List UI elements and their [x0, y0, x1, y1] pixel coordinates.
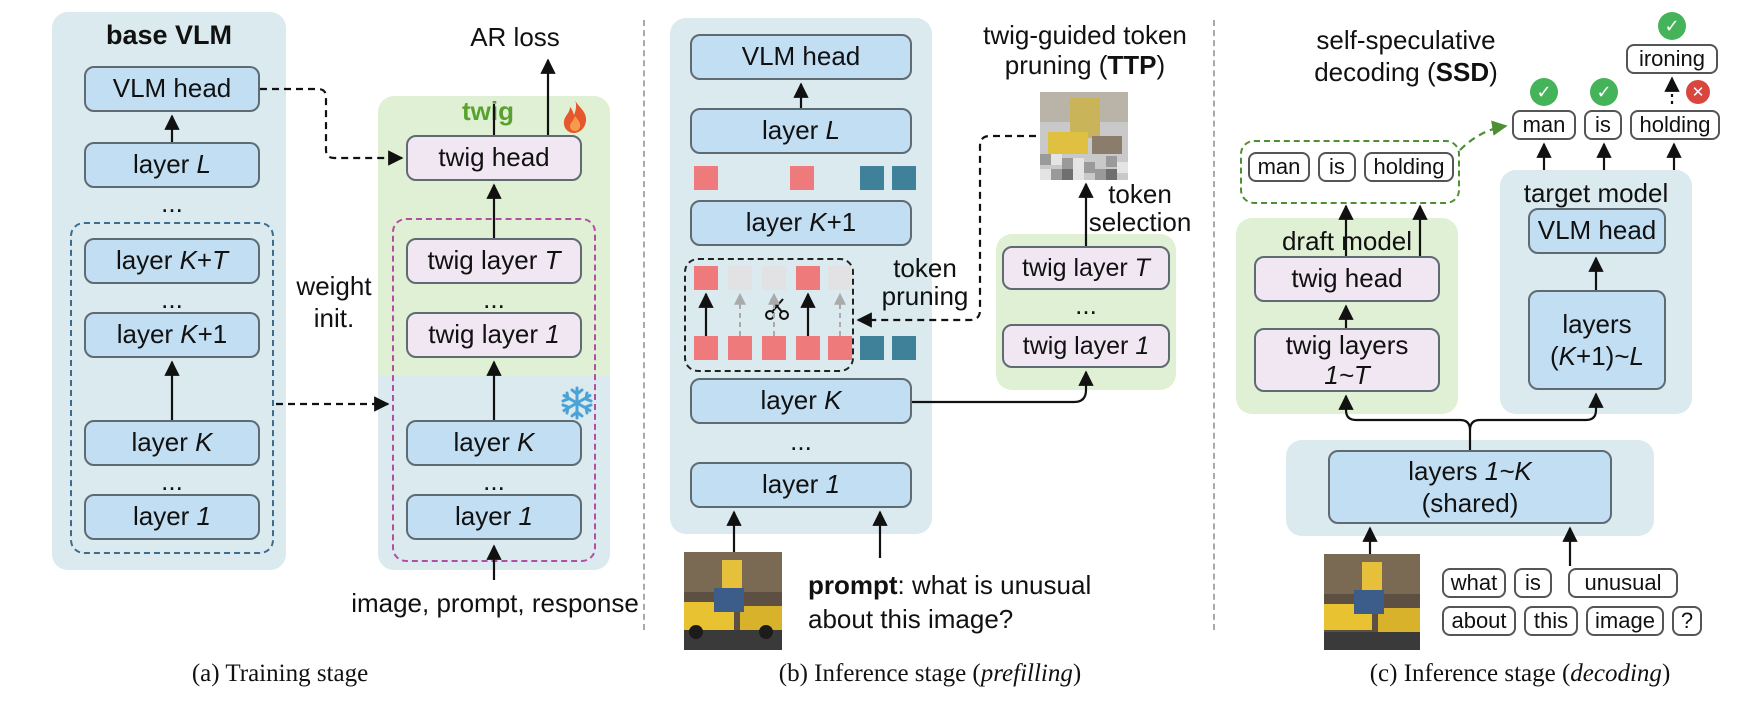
fire-icon: [560, 98, 590, 134]
prompt-text: prompt: what is unusual about this image…: [808, 570, 1092, 634]
visual-token: [762, 336, 786, 360]
visual-token: [790, 166, 814, 190]
prompt-token: what: [1442, 568, 1506, 598]
ellipsis: ...: [161, 284, 183, 314]
layer-1-block: layer 1: [84, 494, 260, 540]
draft-tokens-group: [1240, 140, 1460, 204]
pruning-group: [684, 258, 854, 372]
text-token: [892, 336, 916, 360]
rejected-token: holding: [1630, 110, 1720, 140]
twig-title: twig: [462, 96, 514, 126]
ttp-title: twig-guided token pruning (TTP): [983, 20, 1187, 80]
check-icon: ✓: [1530, 78, 1558, 106]
draft-token: holding: [1364, 152, 1454, 182]
pruned-image-thumbnail: [1040, 92, 1128, 180]
copied-layers-group: [70, 222, 274, 554]
ar-loss-label: AR loss: [470, 22, 560, 52]
frozen-layer-K-block: layer K: [406, 420, 582, 466]
caption-a: (a) Training stage: [191, 660, 369, 687]
prompt-token: ?: [1672, 606, 1702, 636]
twig-layer-T-block: twig layer T: [1002, 246, 1170, 290]
ellipsis: ...: [483, 284, 505, 314]
twig-layer-1-block: twig layer 1: [1002, 324, 1170, 368]
twig-layer-1-block: twig layer 1: [406, 312, 582, 358]
ssd-title: self-speculative decoding (SSD): [1314, 25, 1498, 87]
ellipsis: ...: [1075, 290, 1097, 320]
twig-head-block: twig head: [1254, 256, 1440, 302]
visual-token: [694, 336, 718, 360]
base-vlm-title: base VLM: [105, 20, 233, 50]
layer-L-block: layer L: [84, 142, 260, 188]
caption-c: (c) Inference stage (decoding): [1369, 660, 1671, 687]
training-input-label: image, prompt, response: [351, 588, 639, 618]
text-token: [860, 336, 884, 360]
twig-head-block: twig head: [406, 135, 582, 181]
prompt-token: about: [1442, 606, 1516, 636]
ellipsis: ...: [161, 188, 183, 218]
check-icon: ✓: [1590, 78, 1618, 106]
prompt-token: image: [1586, 606, 1664, 636]
visual-token: [694, 166, 718, 190]
twig-layer-T-block: twig layer T: [406, 238, 582, 284]
shared-layers-block: layers 1~K(shared): [1328, 450, 1612, 524]
layer-K-block: layer K: [690, 378, 912, 424]
frozen-layer-1-block: layer 1: [406, 494, 582, 540]
pruned-token: [828, 266, 852, 290]
vlm-head-block: VLM head: [84, 66, 260, 112]
prompt-token: unusual: [1568, 568, 1678, 598]
vlm-head-block: VLM head: [690, 34, 912, 80]
ellipsis: ...: [161, 466, 183, 496]
next-token: ironing: [1626, 44, 1718, 74]
accepted-token: is: [1584, 110, 1622, 140]
kept-token: [694, 266, 718, 290]
layer-1-block: layer 1: [690, 462, 912, 508]
pruned-token: [728, 266, 752, 290]
layer-K-plus-T-block: layer K+T: [84, 238, 260, 284]
prompt-token: this: [1524, 606, 1578, 636]
accepted-token: man: [1512, 110, 1576, 140]
visual-token: [828, 336, 852, 360]
divider: [643, 20, 645, 630]
divider: [1213, 20, 1215, 630]
target-layers-block: layers(K+1)~L: [1528, 290, 1666, 390]
cross-icon: ✕: [1686, 80, 1710, 104]
prompt-token: is: [1514, 568, 1552, 598]
kept-token: [796, 266, 820, 290]
text-token: [892, 166, 916, 190]
visual-token: [796, 336, 820, 360]
text-token: [860, 166, 884, 190]
ellipsis: ...: [483, 466, 505, 496]
ellipsis: ...: [790, 426, 812, 456]
snowflake-icon: [560, 386, 594, 420]
layer-K-plus-1-block: layer K+1: [84, 312, 260, 358]
draft-token: is: [1318, 152, 1356, 182]
target-model-label: target model: [1523, 178, 1669, 208]
check-icon: ✓: [1658, 12, 1686, 40]
pruned-token: [762, 266, 786, 290]
layer-K-plus-1-block: layer K+1: [690, 200, 912, 246]
caption-b: (b) Inference stage (prefilling): [778, 660, 1082, 687]
draft-token: man: [1248, 152, 1310, 182]
vlm-head-block: VLM head: [1528, 208, 1666, 254]
input-image-thumbnail: [684, 552, 782, 650]
visual-token: [728, 336, 752, 360]
input-image-thumbnail: [1324, 554, 1420, 650]
layer-K-block: layer K: [84, 420, 260, 466]
layer-L-block: layer L: [690, 108, 912, 154]
